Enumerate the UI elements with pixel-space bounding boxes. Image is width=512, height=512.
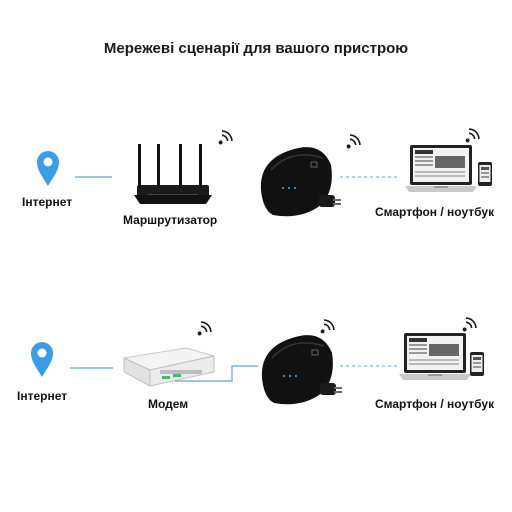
page-title: Мережеві сценарії для вашого пристрою: [103, 40, 409, 57]
router-icon: [134, 144, 212, 204]
internet-label: Інтернет: [17, 389, 68, 403]
modem-label: Модем: [148, 397, 189, 411]
router-label: Маршрутизатор: [123, 213, 218, 227]
devices-label: Смартфон / ноутбук: [375, 397, 495, 411]
internet-pin-icon: [37, 151, 59, 186]
extender-icon: [260, 146, 342, 218]
modem-icon: [122, 347, 215, 387]
wifi-icon: [460, 126, 482, 148]
internet-label: Інтернет: [22, 195, 73, 209]
phone-icon: [470, 352, 484, 376]
devices-label: Смартфон / ноутбук: [375, 205, 495, 219]
link-line: [175, 365, 258, 382]
wifi-icon: [192, 319, 214, 341]
wifi-icon: [213, 128, 235, 150]
wifi-icon: [315, 317, 337, 339]
wifi-icon: [457, 315, 479, 337]
phone-icon: [478, 162, 492, 186]
laptop-icon: [405, 145, 477, 192]
laptop-icon: [399, 333, 471, 380]
internet-pin-icon: [31, 342, 53, 377]
scenario-1: [37, 126, 492, 218]
wifi-icon: [341, 132, 363, 154]
extender-icon: [261, 334, 343, 405]
scenario-2: [31, 315, 484, 405]
